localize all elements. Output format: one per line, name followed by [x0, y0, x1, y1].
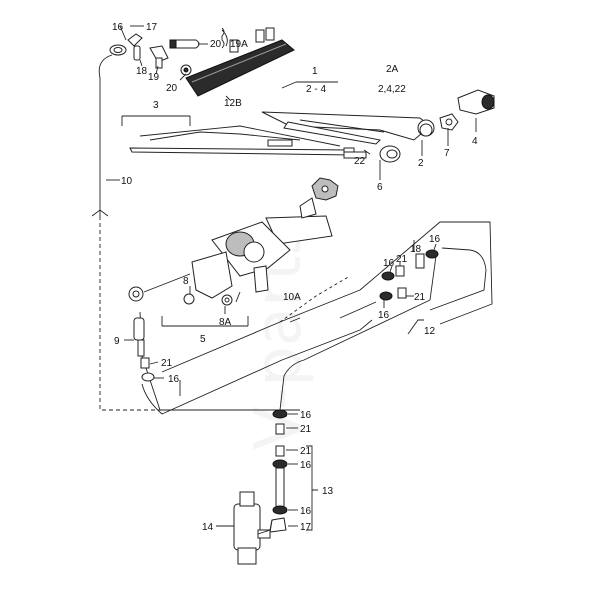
label-18: 18: [136, 66, 148, 77]
connector-21-d[interactable]: [275, 423, 285, 435]
label-20: 20: [166, 83, 178, 94]
label-16: 16: [383, 258, 395, 269]
nut-7[interactable]: [439, 113, 459, 131]
label-9: 9: [114, 336, 120, 347]
connector-21-c[interactable]: [140, 357, 150, 369]
label-7: 7: [444, 148, 450, 159]
label-1: 1: [312, 66, 318, 77]
label-17: 17: [146, 22, 158, 33]
bulb-holder-20-b[interactable]: [180, 64, 192, 76]
label-12: 12: [424, 326, 436, 337]
label-21: 21: [161, 358, 173, 369]
callout-labels: 16 17 18 19 20 20 19A 12B 1 2 - 4 2A 2,4…: [112, 22, 478, 533]
label-16: 16: [378, 310, 390, 321]
label-12b: 12B: [224, 98, 242, 109]
label-17: 17: [300, 522, 312, 533]
nut-8[interactable]: [183, 293, 195, 305]
label-16: 16: [112, 22, 124, 33]
label-2a: 2A: [386, 64, 399, 75]
label-6: 6: [377, 182, 383, 193]
label-21: 21: [300, 446, 312, 457]
wiper-motor-5[interactable]: [191, 197, 333, 299]
bulb-20-a[interactable]: [169, 39, 200, 49]
label-21: 21: [300, 424, 312, 435]
label-16: 16: [300, 506, 312, 517]
label-5: 5: [200, 334, 206, 345]
cap-2[interactable]: [419, 123, 433, 137]
hose-segment-10a[interactable]: [339, 301, 377, 319]
connector-21-e[interactable]: [275, 445, 285, 457]
label-19a: 19A: [230, 39, 248, 50]
label-8: 8: [183, 276, 189, 287]
pump-14[interactable]: [233, 491, 273, 565]
label-20: 20: [210, 39, 222, 50]
jet-18-top[interactable]: [133, 45, 141, 61]
label-16: 16: [168, 374, 180, 385]
clip-16-c[interactable]: [381, 271, 395, 281]
grommet-2[interactable]: [379, 145, 401, 163]
label-2a-range: 2,4,22: [378, 84, 406, 95]
label-22: 22: [354, 156, 366, 167]
leader-lines: [106, 25, 477, 531]
hub-6[interactable]: [311, 177, 339, 201]
label-19: 19: [148, 72, 160, 83]
label-16: 16: [429, 234, 441, 245]
connector-21-b[interactable]: [397, 287, 407, 299]
jet-9[interactable]: [133, 317, 145, 357]
hose-10[interactable]: [91, 54, 300, 411]
label-21: 21: [414, 292, 426, 303]
label-16: 16: [300, 410, 312, 421]
label-18: 18: [410, 244, 422, 255]
connector-17-top[interactable]: [127, 33, 143, 47]
clip-16-h[interactable]: [272, 505, 288, 515]
bracket-linkage[interactable]: [128, 273, 191, 302]
clip-16-d[interactable]: [379, 291, 393, 301]
brace-19a: [221, 27, 225, 49]
hose-clip-16-top[interactable]: [109, 44, 127, 56]
brake-light-12b[interactable]: [185, 27, 295, 97]
label-8a: 8A: [219, 317, 232, 328]
hose-12[interactable]: [139, 221, 493, 415]
hose-13[interactable]: [275, 467, 285, 509]
label-4: 4: [472, 136, 478, 147]
label-10a: 10A: [283, 292, 301, 303]
clip-16-g[interactable]: [272, 459, 288, 469]
label-16: 16: [300, 460, 312, 471]
label-21: 21: [396, 254, 408, 265]
seal-22[interactable]: [343, 151, 367, 159]
cover-4[interactable]: [457, 89, 495, 115]
washer-jet-19[interactable]: [149, 45, 169, 69]
clip-16-b[interactable]: [425, 249, 439, 259]
connector-21-a[interactable]: [395, 265, 405, 277]
label-14: 14: [202, 522, 214, 533]
clip-16-e[interactable]: [141, 372, 155, 382]
wiper-arm-1[interactable]: [261, 111, 435, 145]
label-3: 3: [153, 100, 159, 111]
washer-8a[interactable]: [221, 294, 233, 306]
clip-16-f[interactable]: [272, 409, 288, 419]
label-2: 2: [418, 158, 424, 169]
jet-18-b[interactable]: [415, 253, 425, 269]
label-13: 13: [322, 486, 334, 497]
label-1-range: 2 - 4: [306, 84, 326, 95]
label-10: 10: [121, 176, 133, 187]
